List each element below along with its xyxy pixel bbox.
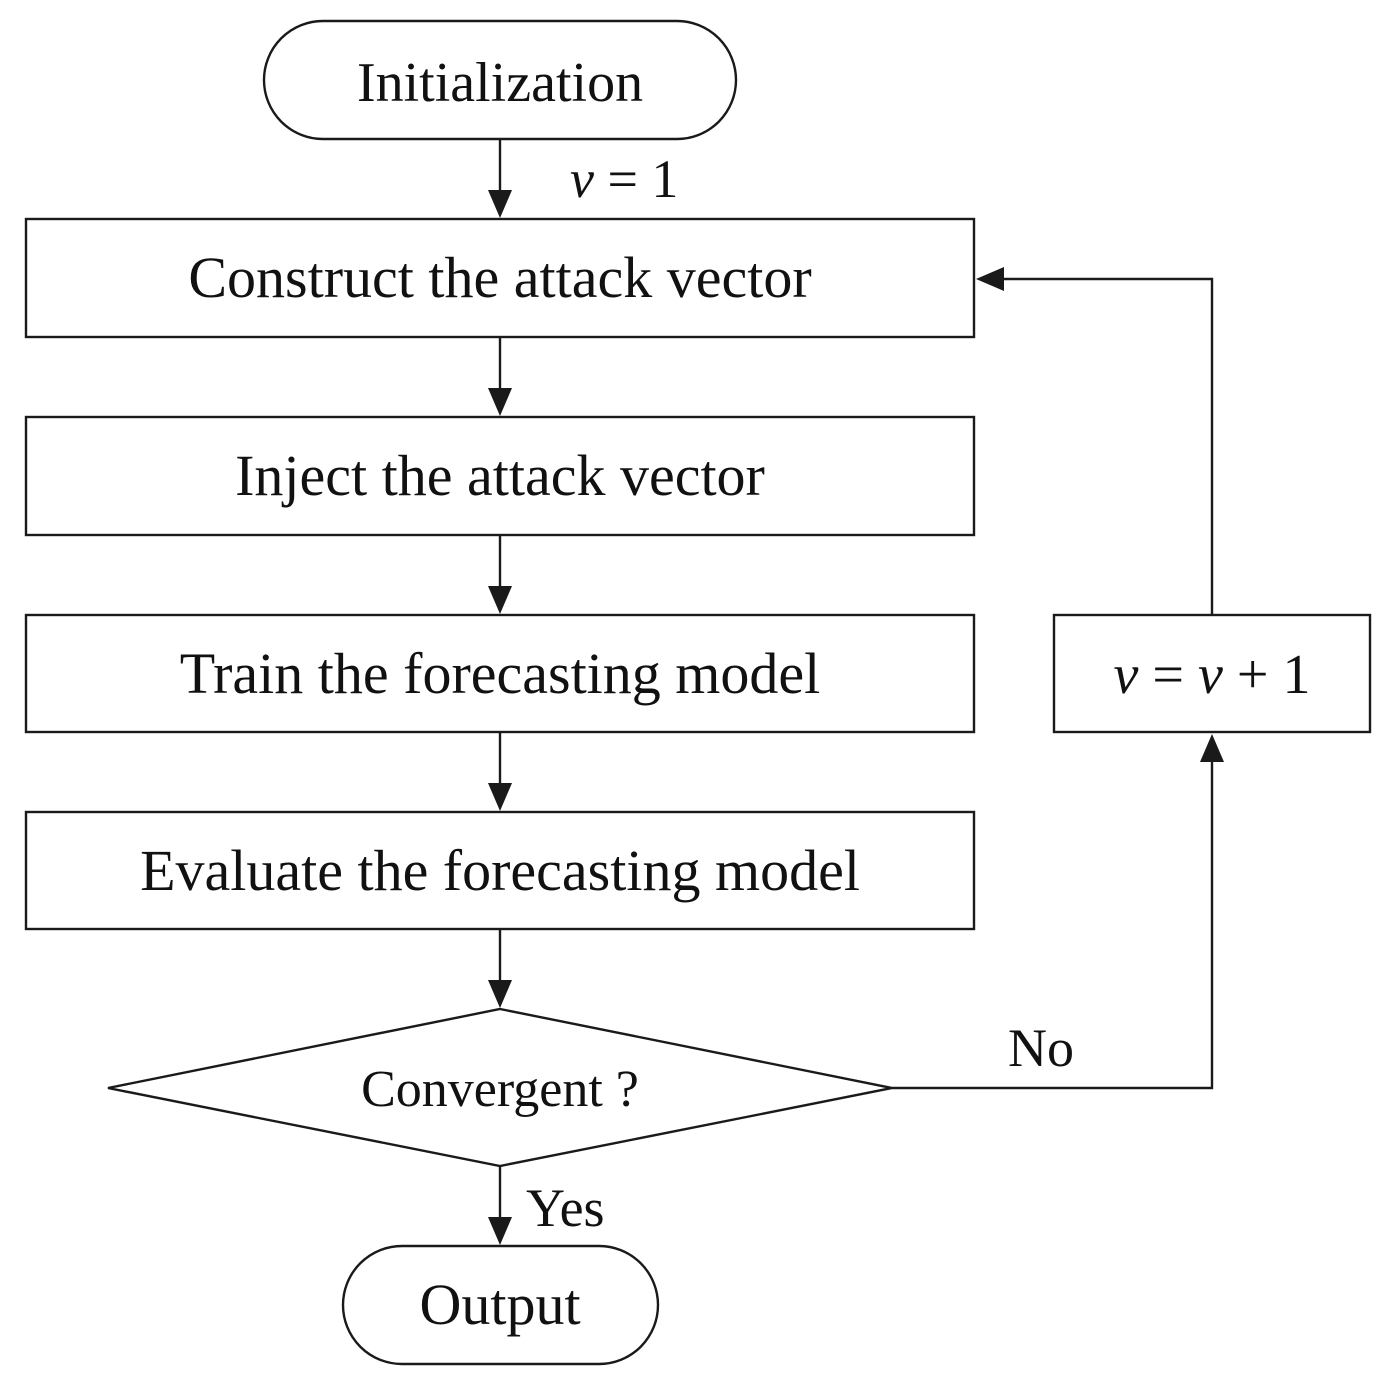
train-step: Train the forecasting model xyxy=(24,613,976,734)
counter-init-var: v xyxy=(570,149,594,209)
construct-step-label: Construct the attack vector xyxy=(188,245,811,310)
arrow-no-branch xyxy=(892,756,1214,1090)
counter-init-label: v = 1 xyxy=(570,149,678,209)
arrowhead-train xyxy=(488,586,512,614)
increment-step-label: v = v + 1 xyxy=(1114,644,1311,706)
evaluate-step: Evaluate the forecasting model xyxy=(24,810,976,931)
arrowhead-construct xyxy=(488,190,512,218)
increment-var-right: v xyxy=(1198,644,1223,706)
train-step-label: Train the forecasting model xyxy=(180,641,821,706)
start-terminator-label: Initialization xyxy=(357,52,643,114)
start-terminator: Initialization xyxy=(262,19,738,141)
output-terminator-label: Output xyxy=(419,1272,580,1337)
arrowhead-evaluate xyxy=(488,783,512,811)
increment-step: v = v + 1 xyxy=(1052,613,1372,734)
evaluate-step-label: Evaluate the forecasting model xyxy=(140,838,860,903)
construct-step: Construct the attack vector xyxy=(24,217,976,339)
evaluate-step-box xyxy=(24,810,976,931)
increment-var-left: v xyxy=(1114,644,1139,706)
inject-step-label: Inject the attack vector xyxy=(235,443,765,508)
arrow-loop-back xyxy=(1000,277,1214,615)
output-terminator: Output xyxy=(341,1244,660,1366)
arrowhead-inject xyxy=(488,388,512,416)
convergence-decision-label: Convergent ? xyxy=(361,1061,639,1118)
output-terminator-shape xyxy=(341,1244,660,1366)
arrowhead-output xyxy=(488,1217,512,1245)
arrowhead-decision xyxy=(488,980,512,1008)
arrowhead-increment xyxy=(1200,734,1224,762)
inject-step: Inject the attack vector xyxy=(24,415,976,537)
increment-plus-one: + 1 xyxy=(1223,644,1311,706)
yes-branch-label: Yes xyxy=(526,1178,605,1238)
counter-init-value: = 1 xyxy=(594,149,678,209)
convergence-decision: Convergent ? xyxy=(107,1007,893,1168)
train-step-box xyxy=(24,613,976,734)
arrowhead-loop-back xyxy=(976,267,1004,291)
increment-equals: = xyxy=(1138,644,1198,706)
increment-step-box xyxy=(1052,613,1372,734)
construct-step-box xyxy=(24,217,976,339)
no-branch-label: No xyxy=(1008,1018,1074,1078)
